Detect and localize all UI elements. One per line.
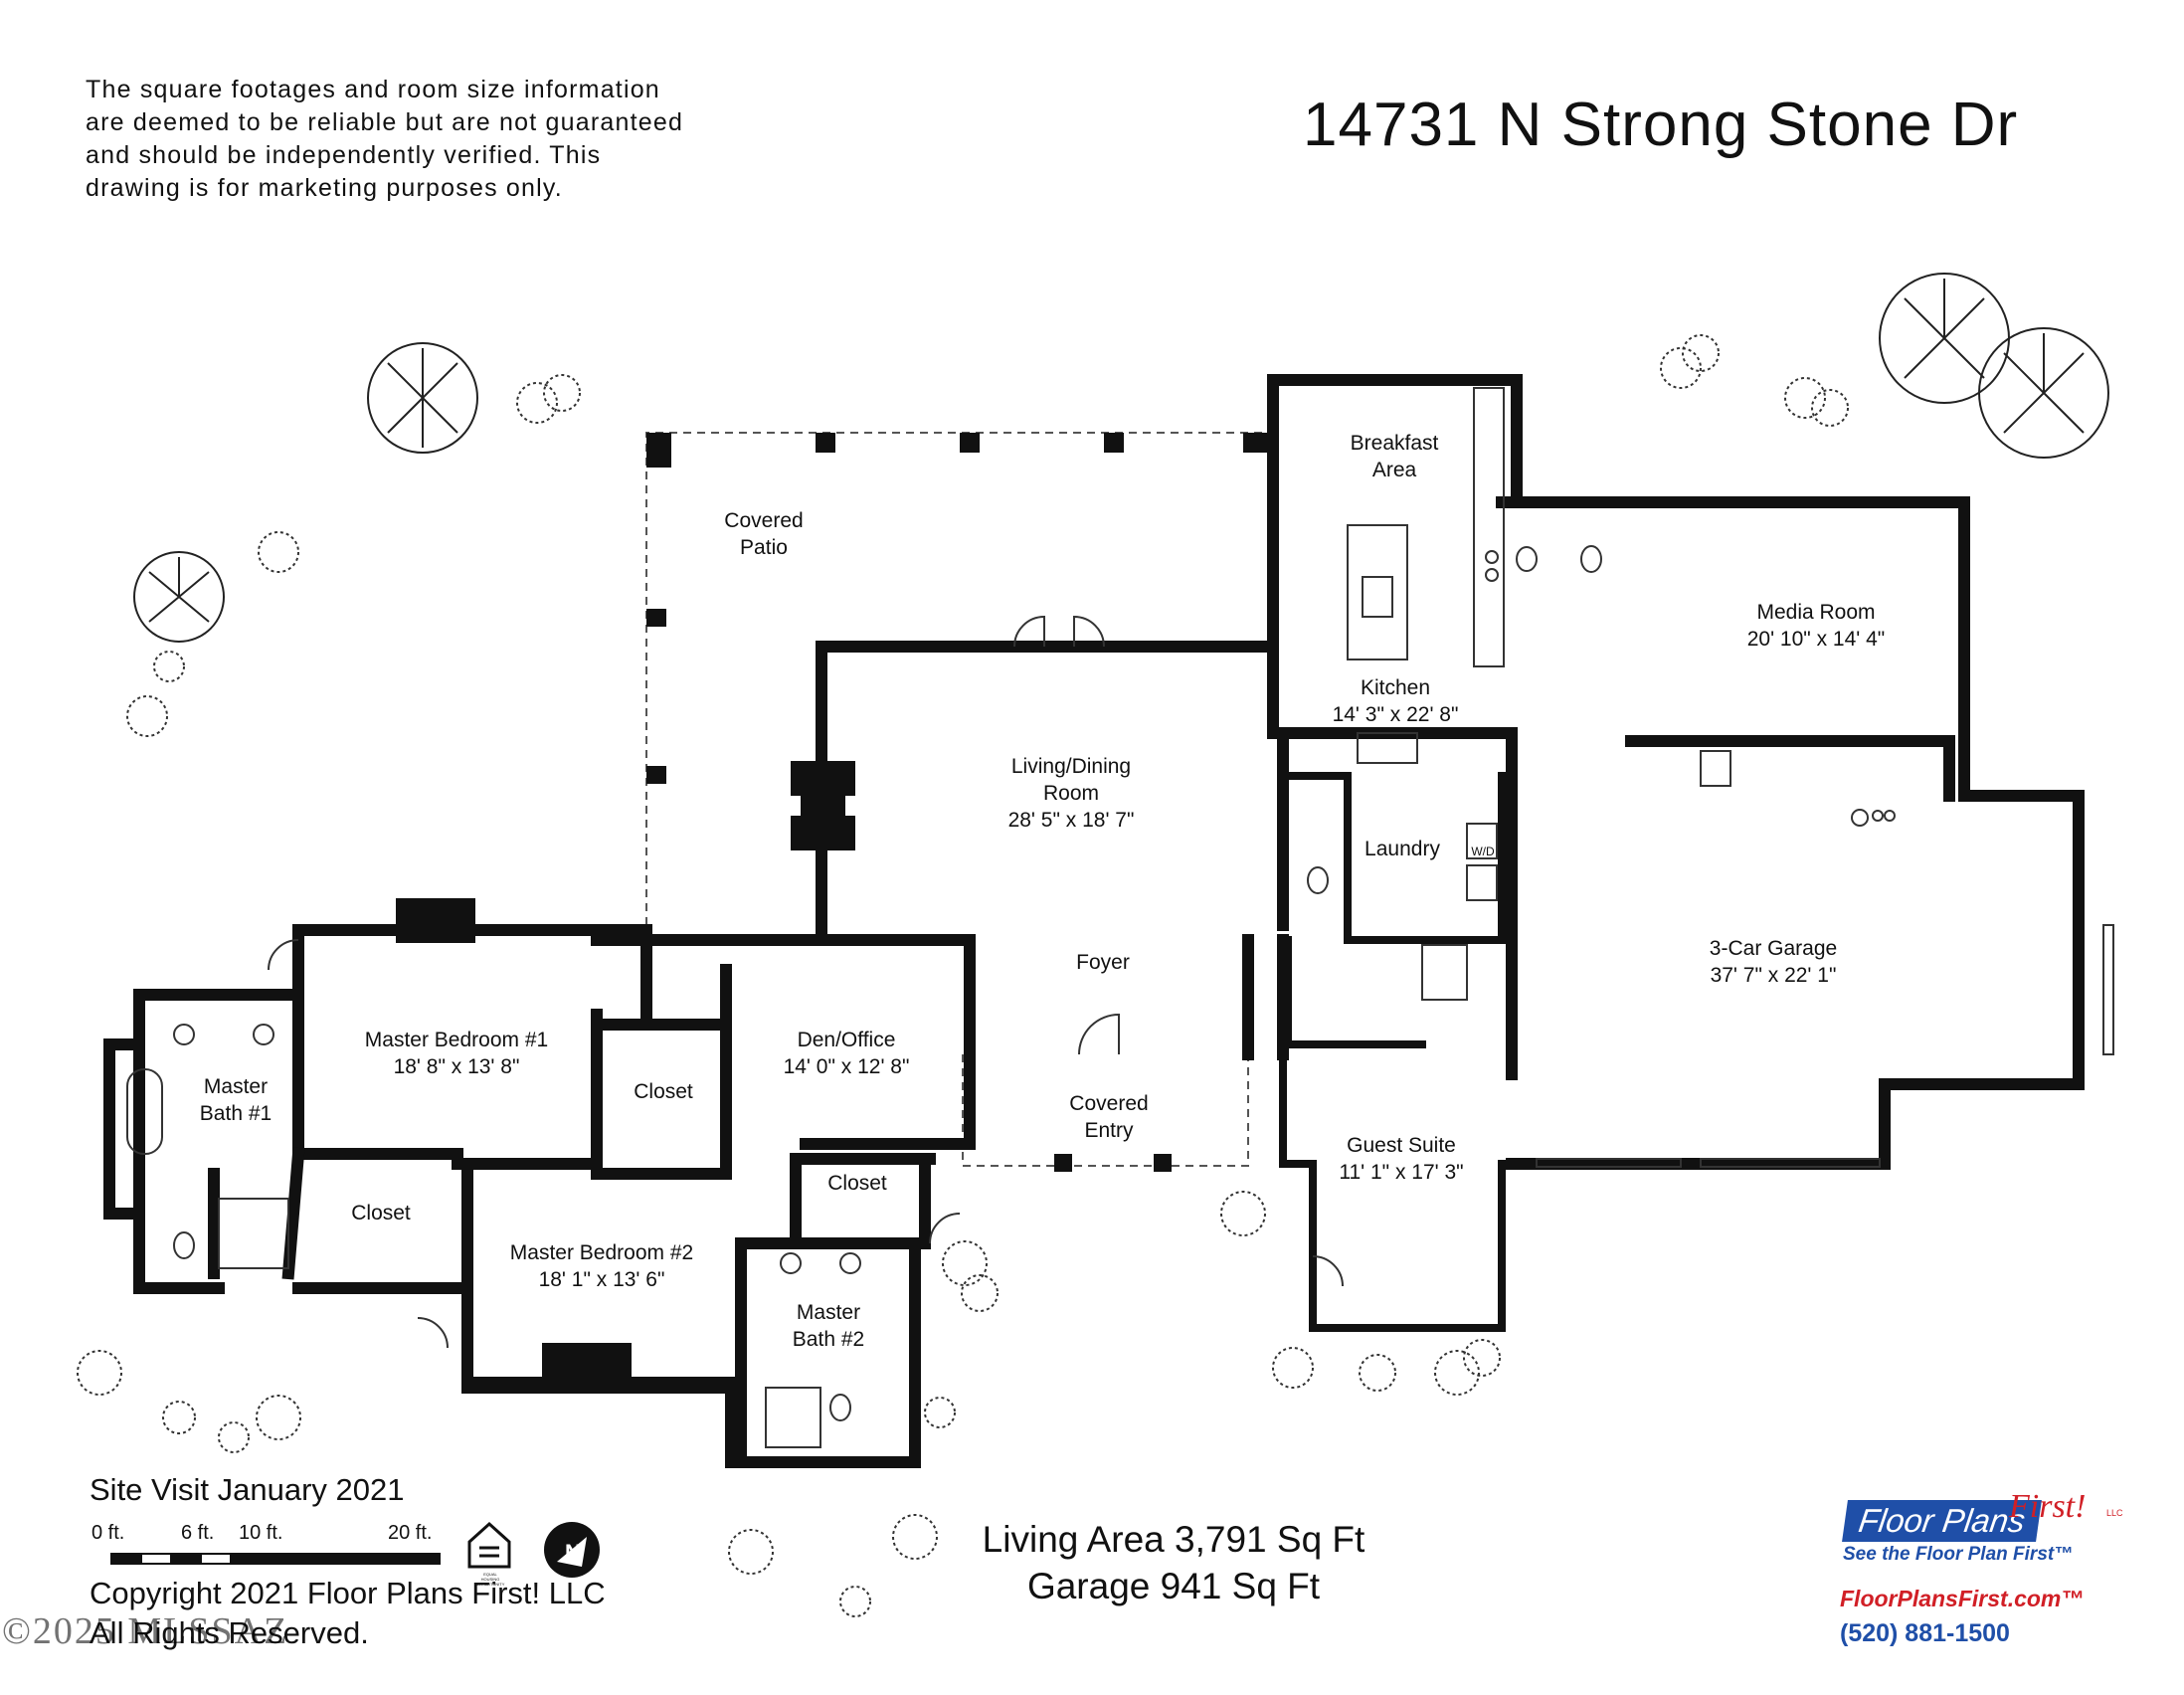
scale-label-20: 20 ft. [388,1522,433,1544]
room-den-office: Den/Office 14' 0" x 12' 8" [783,1029,910,1078]
svg-text:N: N [565,1540,581,1565]
room-laundry: Laundry [1365,838,1440,860]
garage-details [1536,750,2114,1168]
room-kitchen: Kitchen 14' 3" x 22' 8" [1332,676,1459,726]
scale-label-0: 0 ft. [91,1522,125,1544]
copyright-text: Copyright 2021 Floor Plans First! LLC Al… [90,1576,606,1650]
patio-pillars [646,433,1268,1172]
brand-tagline: See the Floor Plan First™ [1843,1544,2074,1565]
brand-phone: (520) 881-1500 [1840,1619,2010,1647]
bath-fixtures [126,545,1602,1448]
wall-living-dining [816,641,1289,1060]
site-visit-date: Site Visit January 2021 [90,1472,405,1507]
landscape-shrubs [77,334,1849,1617]
scale-label-10: 10 ft. [239,1522,283,1544]
north-arrow-icon: N [544,1522,600,1578]
scale-bar [110,1553,441,1565]
room-living-dining: Living/Dining Room 28' 5" x 18' 7" [1007,755,1135,832]
fireplaces [396,898,632,1393]
room-covered-entry: Covered Entry [1069,1092,1149,1142]
brand-website-link[interactable]: FloorPlansFirst.com™ [1840,1586,2085,1611]
wall-closet-a [596,1019,732,1170]
covered-entry-outline [962,1054,1249,1167]
room-media-room: Media Room 20' 10" x 14' 4" [1746,601,1886,651]
kitchen-fixtures [1347,387,1505,764]
room-master-bedroom-1: Master Bedroom #1 18' 8" x 13' 8" [364,1029,549,1078]
wall-laundry-guest [1279,772,1506,1332]
equal-housing-label: EQUAL HOUSING OPPORTUNITY [475,1572,505,1587]
property-address: 14731 N Strong Stone Dr [1303,91,2019,159]
room-closet-c: Closet [827,1172,887,1195]
wall-master-bath-1 [103,989,305,1294]
brand-llc: LLC [2106,1508,2123,1518]
door-swings [268,615,1344,1349]
wall-media-room [1506,496,2085,1170]
room-foyer: Foyer [1076,951,1130,974]
equal-housing-icon [467,1521,511,1569]
room-3-car-garage: 3-Car Garage 37' 7" x 22' 1" [1709,937,1838,987]
brand-logo-accent: First! [2009,1488,2087,1525]
area-summary: Living Area 3,791 Sq Ft Garage 941 Sq Ft [982,1519,1365,1606]
room-master-bedroom-2: Master Bedroom #2 18' 1" x 13' 6" [509,1241,694,1291]
room-guest-suite: Guest Suite 11' 1" x 17' 3" [1339,1134,1464,1184]
landscape-trees [133,273,2109,643]
room-master-bath-2: Master Bath #2 [792,1301,865,1351]
wall-master-bedroom-2 [461,1377,747,1468]
disclaimer-text: The square footages and room size inform… [86,76,684,202]
room-master-bath-1: Master Bath #1 [199,1075,273,1125]
scale-label-6: 6 ft. [181,1522,215,1544]
room-closet-a: Closet [634,1080,693,1103]
washer-dryer-label: W/D [1471,845,1495,858]
room-closet-b: Closet [351,1202,411,1224]
room-covered-patio: Covered Patio [724,509,804,559]
room-breakfast-area: Breakfast Area [1350,432,1439,481]
watermark-text: ©2025 MLSSAZ [2,1610,289,1652]
